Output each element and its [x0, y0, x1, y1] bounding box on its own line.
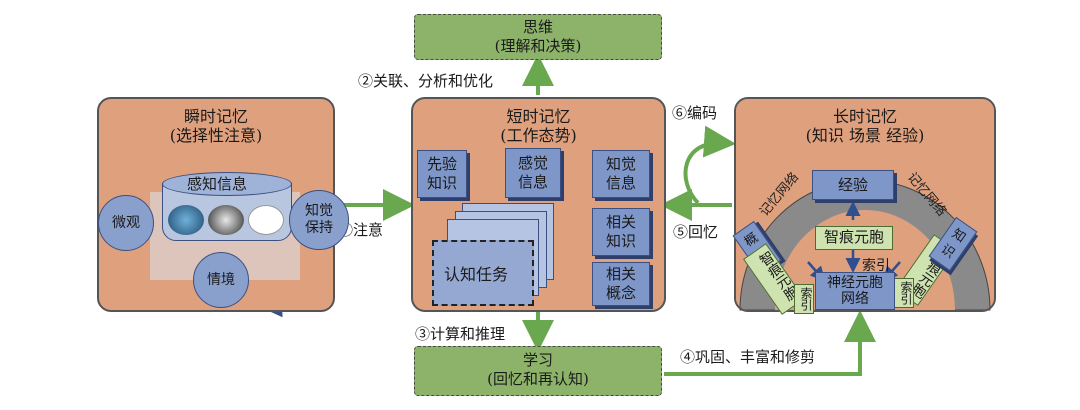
perception-info-box: 知觉 信息 — [592, 150, 650, 198]
thumbnail-satellite-icon — [208, 205, 244, 235]
short-term-subtitle: (工作态势) — [500, 126, 577, 145]
thumbnail-map-icon — [248, 205, 284, 235]
engram-center-box: 智痕元胞 — [815, 226, 893, 250]
long-term-memory-panel: 长时记忆 (知识 场景 经验) — [734, 97, 996, 312]
index-right-label: 索引 — [899, 281, 913, 305]
retain-node: 知觉 保持 — [289, 190, 349, 250]
prior-label-2: 知识 — [426, 174, 457, 192]
perception-label: 感知信息 — [187, 175, 248, 193]
micro-node: 微观 — [98, 195, 154, 251]
percept-label-2: 信息 — [605, 174, 636, 192]
rel-know-label-1: 相关 — [605, 213, 636, 231]
index-left-label: 索引 — [799, 287, 813, 311]
arrow-encoding — [683, 125, 736, 205]
sensation-box: 感觉 信息 — [505, 148, 561, 198]
index-center-label: 索引 — [862, 258, 890, 274]
rel-concept-label-1: 相关 — [605, 265, 636, 283]
task-label: 认知任务 — [444, 265, 509, 284]
micro-label: 微观 — [112, 214, 140, 231]
thinking-subtitle: (理解和决策) — [494, 37, 582, 55]
percept-label-1: 知觉 — [605, 155, 636, 173]
sense-label-1: 感觉 — [517, 154, 548, 172]
perception-cylinder-top — [162, 172, 292, 196]
learning-title: 学习 — [522, 351, 553, 369]
step-3-label: ③计算和推理 — [415, 325, 506, 343]
sensory-subtitle: (选择性注意) — [169, 126, 263, 145]
neural-label-2: 网络 — [841, 291, 869, 307]
neural-label-1: 神经元胞 — [827, 275, 883, 291]
rel-concept-label-2: 概念 — [605, 284, 636, 302]
thinking-box: 思维 (理解和决策) — [414, 14, 662, 60]
long-term-subtitle: (知识 场景 经验) — [805, 126, 925, 145]
related-concept-box: 相关 概念 — [592, 262, 650, 306]
thumbnail-sea-icon — [168, 205, 204, 235]
step-4-label: ④巩固、丰富和修剪 — [680, 348, 816, 366]
related-knowledge-box: 相关 知识 — [592, 208, 650, 256]
step-6-label: ⑥编码 — [672, 104, 718, 122]
learning-subtitle: (回忆和再认知) — [487, 370, 589, 388]
step-1-label: ①注意 — [338, 221, 384, 239]
neural-network-box: 神经元胞 网络 — [815, 272, 895, 310]
learning-box: 学习 (回忆和再认知) — [414, 346, 662, 396]
prior-knowledge-box: 先验 知识 — [417, 150, 467, 198]
rel-know-label-2: 知识 — [605, 232, 636, 250]
experience-label: 经验 — [837, 175, 868, 194]
long-term-title: 长时记忆 — [832, 107, 897, 126]
retain-label-2: 保持 — [305, 220, 333, 236]
short-term-title: 短时记忆 — [506, 107, 571, 126]
thinking-title: 思维 — [522, 18, 553, 36]
sensory-title: 瞬时记忆 — [183, 107, 248, 126]
index-left-box: 索引 — [794, 284, 814, 314]
arrow-consolidate — [664, 310, 876, 376]
step-2-label: ②关联、分析和优化 — [358, 72, 494, 90]
index-right-box: 索引 — [894, 278, 914, 308]
prior-label-1: 先验 — [426, 155, 457, 173]
task-card — [432, 240, 534, 306]
step-5-label: ⑤回忆 — [673, 223, 719, 241]
context-node: 情境 — [193, 252, 249, 308]
context-label: 情境 — [207, 271, 235, 288]
experience-box: 经验 — [812, 170, 894, 200]
engram-center-label: 智痕元胞 — [823, 228, 884, 246]
sense-label-2: 信息 — [517, 173, 548, 191]
retain-label-1: 知觉 — [305, 203, 333, 219]
